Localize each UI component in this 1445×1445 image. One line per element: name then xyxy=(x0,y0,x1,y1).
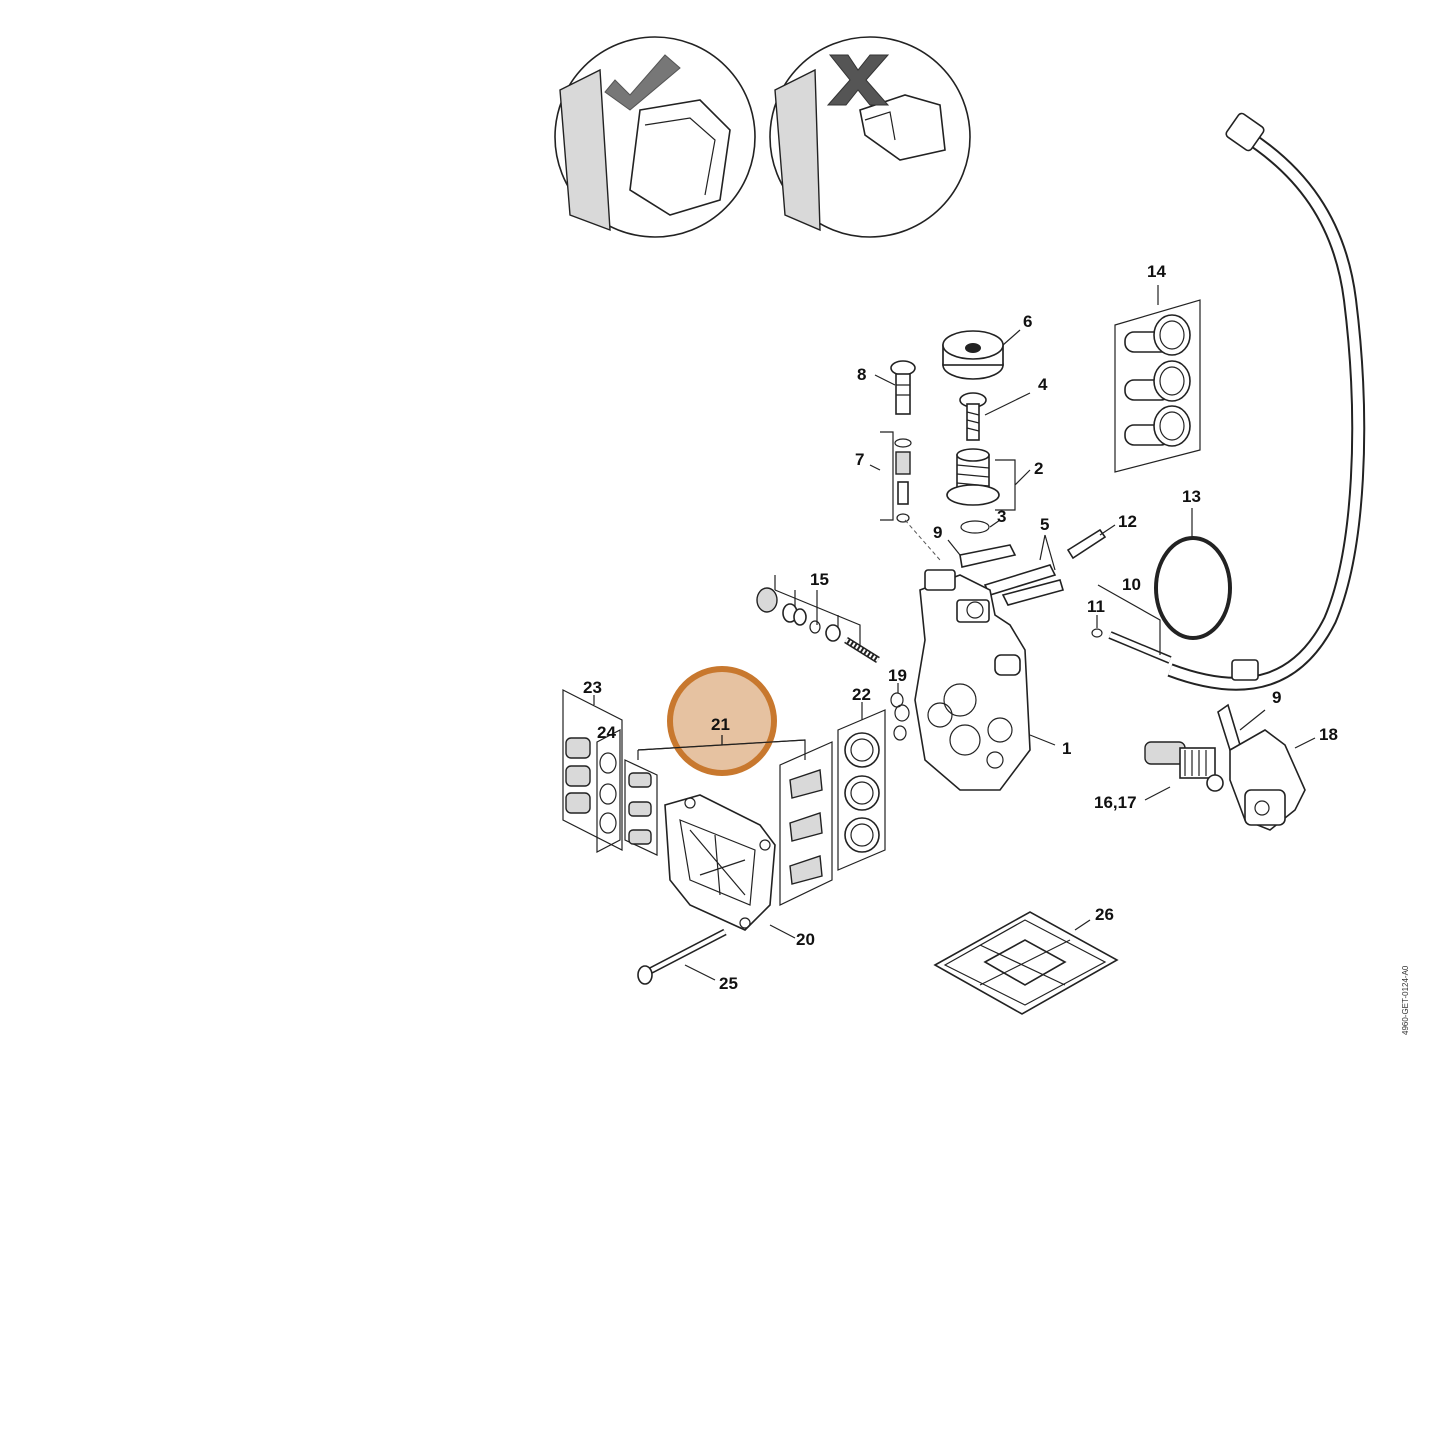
callout-4[interactable]: 4 xyxy=(1038,375,1048,394)
callout-2[interactable]: 2 xyxy=(1034,459,1043,478)
part-19-o-rings xyxy=(890,683,910,741)
part-9-clip-upper xyxy=(947,539,1017,568)
part-3-o-ring xyxy=(960,519,1001,534)
part-8-valve xyxy=(874,360,916,415)
callout-26[interactable]: 26 xyxy=(1095,905,1114,924)
callout-11[interactable]: 11 xyxy=(1087,597,1105,616)
part-11-seal xyxy=(1091,615,1103,638)
part-7-valve-kit xyxy=(869,431,941,561)
part-16-17-unloader xyxy=(1144,741,1224,801)
part-21-small-panel xyxy=(624,759,658,856)
callout-25[interactable]: 25 xyxy=(719,974,738,993)
part-20-pump-cover xyxy=(664,794,796,939)
callout-13[interactable]: 13 xyxy=(1182,487,1201,506)
part-10-leader xyxy=(1097,584,1161,655)
callout-12[interactable]: 12 xyxy=(1118,512,1137,531)
callout-19[interactable]: 19 xyxy=(888,666,907,685)
callout-24[interactable]: 24 xyxy=(597,723,616,742)
callout-6[interactable]: 6 xyxy=(1023,312,1032,331)
part-4-screw xyxy=(959,392,1031,441)
part-14-valve-springs xyxy=(1114,285,1201,473)
callout-23[interactable]: 23 xyxy=(583,678,602,697)
callout-16-17[interactable]: 16,17 xyxy=(1094,793,1137,812)
part-26-gasket-set xyxy=(933,911,1119,1015)
part-25-bolt xyxy=(637,928,727,985)
callout-10[interactable]: 10 xyxy=(1122,575,1141,594)
part-15-valve-kit xyxy=(756,575,880,663)
callout-5[interactable]: 5 xyxy=(1040,515,1049,534)
part-1-pump-housing xyxy=(914,569,1056,791)
callout-1[interactable]: 1 xyxy=(1062,739,1071,758)
callout-9-lower[interactable]: 9 xyxy=(1272,688,1281,707)
part-23-valve-set xyxy=(562,689,623,851)
part-13-o-ring xyxy=(1154,508,1232,640)
part-18-housing xyxy=(1229,729,1316,831)
part-12-clip xyxy=(1066,524,1116,560)
callout-9-upper[interactable]: 9 xyxy=(933,523,942,542)
hose xyxy=(1108,112,1366,691)
callout-21[interactable]: 21 xyxy=(711,715,730,734)
part-5-clips xyxy=(983,534,1065,606)
detail-inset-incorrect xyxy=(769,36,971,238)
part-21-piston-set xyxy=(637,735,833,906)
correct-check-icon xyxy=(604,54,681,111)
callout-22[interactable]: 22 xyxy=(852,685,871,704)
part-24-o-rings xyxy=(596,729,621,853)
callout-20[interactable]: 20 xyxy=(796,930,815,949)
detail-inset-correct xyxy=(554,36,756,238)
callout-7[interactable]: 7 xyxy=(855,450,864,469)
callout-8[interactable]: 8 xyxy=(857,365,866,384)
part-22-seal-set xyxy=(837,702,886,871)
drawing-reference: 4960-GET-0124-A0 xyxy=(1401,965,1410,1035)
incorrect-cross-icon xyxy=(826,54,890,106)
callout-14[interactable]: 14 xyxy=(1147,262,1166,281)
callout-3[interactable]: 3 xyxy=(997,507,1006,526)
part-6-cap xyxy=(942,329,1021,380)
part-2-valve-insert xyxy=(946,448,1031,511)
callout-15[interactable]: 15 xyxy=(810,570,829,589)
callout-18[interactable]: 18 xyxy=(1319,725,1338,744)
